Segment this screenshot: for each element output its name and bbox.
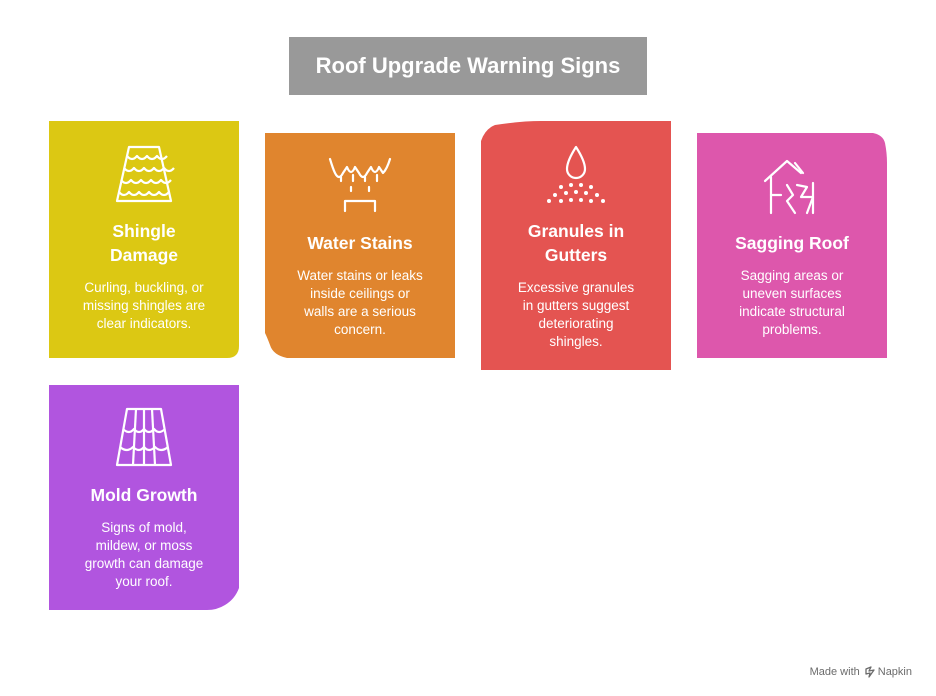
card-description: Water stains or leaks inside ceilings or… <box>297 268 423 337</box>
card-water-stains: Water Stains Water stains or leaks insid… <box>265 133 455 358</box>
dripping-leak-icon <box>328 157 392 213</box>
card-description: Sagging areas or uneven surfaces indicat… <box>739 268 845 337</box>
card-background <box>697 133 887 358</box>
card-mold-growth: Mold Growth Signs of mold, mildew, or mo… <box>49 385 239 610</box>
card-granules-in-gutters: Granules in Gutters Excessive granules i… <box>481 121 671 370</box>
shingle-scales-icon <box>115 145 175 203</box>
napkin-logo-icon <box>865 666 875 678</box>
card-background <box>49 385 239 610</box>
made-with-label: Made with <box>809 666 860 678</box>
droplet-granules-icon <box>547 145 605 203</box>
card-title: Granules in Gutters <box>527 221 625 265</box>
card-sagging-roof: Sagging Roof Sagging areas or uneven sur… <box>697 133 887 358</box>
roof-tiles-icon <box>115 407 173 467</box>
broken-house-icon <box>763 159 815 215</box>
brand: Napkin <box>864 666 912 678</box>
card-background <box>49 121 239 358</box>
card-title: Water Stains <box>307 233 413 253</box>
card-background <box>265 133 455 358</box>
card-description: Signs of mold, mildew, or moss growth ca… <box>84 520 204 589</box>
footer-credit: Made with Napkin <box>810 666 912 678</box>
card-description: Curling, buckling, or missing shingles a… <box>82 280 206 331</box>
card-title: Sagging Roof <box>735 233 849 253</box>
page-title: Roof Upgrade Warning Signs <box>289 37 647 95</box>
card-title: Shingle Damage <box>109 221 179 265</box>
card-background <box>481 121 671 370</box>
card-description: Excessive granules in gutters suggest de… <box>517 280 635 349</box>
card-shingle-damage: Shingle Damage Curling, buckling, or mis… <box>49 121 239 358</box>
brand-name: Napkin <box>877 666 912 678</box>
card-title: Mold Growth <box>90 485 198 505</box>
